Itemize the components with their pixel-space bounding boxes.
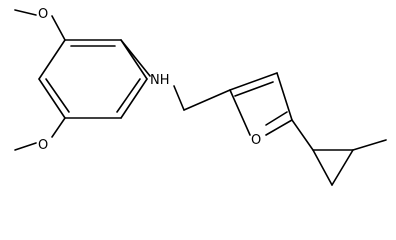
- methoxy-oxygen-label-top: O: [38, 7, 48, 22]
- benzene-bond-6: [38, 39, 66, 80]
- furan-bond-1-inner: [234, 81, 274, 97]
- oxygen-to-methyl-bond-bottom: [14, 142, 37, 151]
- methyl-to-oxygen-bond-top: [14, 9, 37, 16]
- furan-bond-1: [229, 72, 278, 91]
- furan-bond-2: [276, 72, 293, 121]
- amine-label: NH: [150, 73, 170, 88]
- furan-bond-4: [229, 89, 251, 136]
- nitrogen-to-ch2-bond: [173, 85, 185, 111]
- cyclopropyl-to-methyl-bond: [352, 139, 387, 151]
- cyclopropyl-bond-2: [331, 149, 354, 186]
- benzene-bond-3: [120, 78, 148, 119]
- furan-bond-3: [265, 119, 293, 136]
- ring-to-nitrogen-bond: [120, 39, 151, 77]
- oxygen-to-ring-bond-top: [51, 15, 66, 41]
- ring-to-oxygen-bond-bottom: [51, 117, 66, 138]
- benzene-bond-5-inner: [45, 78, 70, 113]
- ch2-to-furan-bond: [183, 89, 231, 111]
- furan-oxygen-label: O: [251, 133, 261, 148]
- furan-bond-3-inner: [265, 111, 288, 126]
- methoxy-oxygen-label-bottom: O: [38, 138, 48, 153]
- benzene-bond-5: [38, 78, 66, 119]
- cyclopropyl-bond-3: [312, 149, 333, 186]
- benzene-bond-3-inner: [116, 78, 141, 113]
- chemical-structure-diagram: O O NH O: [14, 7, 387, 186]
- furan-to-cyclopropyl-bond: [291, 119, 314, 151]
